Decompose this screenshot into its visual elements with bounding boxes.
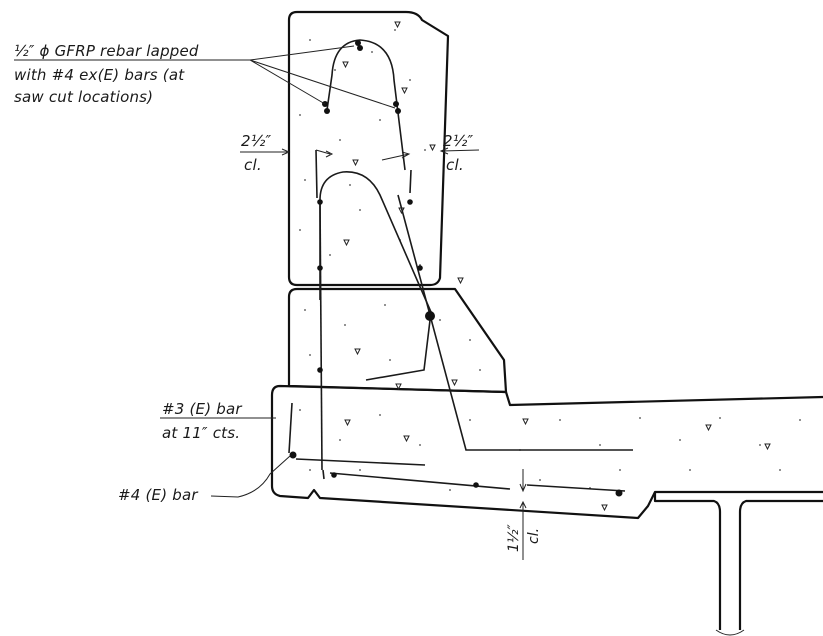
bar3-vertical: [288, 402, 293, 454]
gfrp-label-line2: with #4 ex(E) bars (at: [14, 66, 185, 84]
gfrp-leader-lines: [249, 45, 396, 109]
gfrp-label-line1: ½″ ϕ GFRP rebar lapped: [14, 42, 199, 60]
concrete-stipple: [299, 29, 801, 491]
bar3-label-line1: #3 (E) bar: [162, 400, 242, 418]
clear-left-unit: cl.: [244, 156, 262, 174]
gfrp-rebar-upper-hoop: [326, 39, 412, 194]
aggregate-triangles: [342, 21, 771, 512]
clear-bottom-number: 1½″: [506, 524, 522, 552]
clear-right-unit: cl.: [446, 156, 464, 174]
gfrp-label-line3: saw cut locations): [14, 88, 153, 106]
clear-left-leader: [240, 148, 291, 156]
bar4-leader: [210, 455, 291, 498]
clear-left-dim: [315, 149, 334, 158]
clear-right-leader: [439, 147, 480, 155]
existing-bar-vertical-front: [322, 469, 325, 480]
rebar-dots: [289, 40, 623, 497]
bar3-label-line2: at 11″ cts.: [162, 424, 240, 442]
existing-bar-vertical-left: [319, 199, 323, 471]
girder-bottom-outline: [715, 629, 745, 636]
gfrp-rebar-lower-hoop: [319, 171, 432, 381]
clear-right-number: 2½″: [443, 132, 473, 150]
clear-bottom-unit: cl.: [526, 528, 542, 544]
existing-bar-inclined: [397, 194, 633, 451]
deck-top-bar: [295, 458, 426, 466]
clear-right-dim: [381, 151, 411, 161]
clear-bottom-dim: [519, 469, 527, 522]
lower-barrier-outline: [287, 287, 508, 394]
bar4-label: #4 (E) bar: [118, 486, 198, 504]
upper-barrier-outline: [287, 10, 450, 287]
deck-bottom-bar: [329, 472, 626, 492]
upper-hoop-extension: [315, 149, 318, 199]
deck-slab-outline: [270, 384, 823, 520]
girder-web-outline: [653, 492, 823, 630]
clear-left-number: 2½″: [241, 132, 271, 150]
